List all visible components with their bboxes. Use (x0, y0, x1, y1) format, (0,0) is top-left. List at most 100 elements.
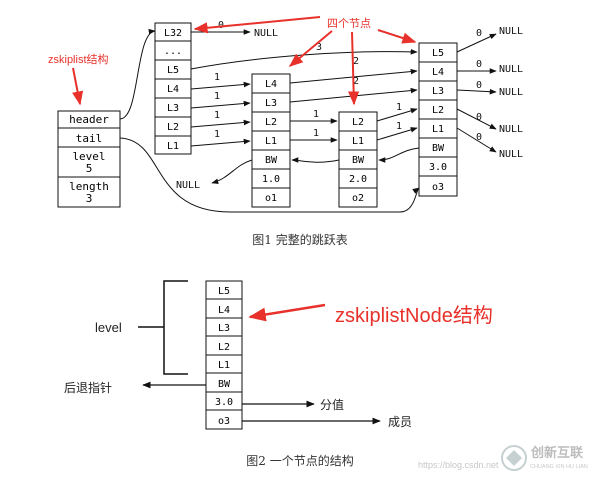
zskiplistnode-annotation-arrow (248, 303, 326, 322)
fig2-backward: BW (218, 379, 231, 390)
head-level-l3: L3 (167, 103, 179, 114)
head-level-l32: L32 (164, 28, 182, 39)
red-annotations: zskiplist结构 四个节点 (48, 16, 417, 106)
span-head-l2: 1 (214, 110, 220, 121)
head-level-l5: L5 (167, 65, 179, 76)
head-l2-arrow (190, 119, 251, 128)
span-head-l4: 1 (214, 72, 220, 83)
fig2-level-l1: L1 (218, 360, 230, 371)
backward-label: 后退指针 (64, 380, 112, 395)
null-label-l5: NULL (499, 26, 523, 37)
null-label-l1: NULL (499, 149, 523, 160)
annotation-zskiplist: zskiplist结构 (48, 52, 109, 66)
node3-level-l2: L2 (432, 105, 444, 116)
span-node3-l3: 0 (476, 80, 482, 91)
watermark-logo-mark (506, 450, 522, 466)
node1-score: 1.0 (262, 174, 280, 185)
span-node2-l1: 1 (396, 121, 402, 132)
head-level-l1: L1 (167, 141, 179, 152)
node1-backward-arrow (211, 159, 253, 185)
tail-pointer-arrow (119, 137, 420, 213)
watermark: https://blog.csdn.net 创新互联 CHUANG XIN HU… (418, 445, 588, 471)
level-label: level (95, 320, 122, 335)
null-labels: NULL NULL NULL NULL NULL NULL NULL (176, 26, 523, 191)
head-l1-arrow (190, 138, 251, 147)
span-head-l3: 1 (214, 91, 220, 102)
watermark-brand-en: CHUANG XIN HU LIAN (530, 464, 588, 470)
member-label: 成员 (388, 415, 412, 429)
span-node3-l4: 0 (476, 59, 482, 70)
node2-backward: BW (352, 155, 365, 166)
node3-level-l4: L4 (432, 67, 444, 78)
fig2-level-l5: L5 (218, 286, 230, 297)
node1-level-l2: L2 (265, 117, 277, 128)
node2-level-l2: L2 (352, 117, 364, 128)
span-node1-l3: 2 (353, 76, 359, 87)
node1-level-l1: L1 (265, 136, 277, 147)
figure2-caption: 图2 一个节点的结构 (246, 453, 353, 468)
span-node3-l1: 0 (476, 132, 482, 143)
node3-obj: o3 (432, 182, 444, 193)
length-field-value: 3 (86, 192, 93, 205)
single-node: L5 L4 L3 L2 L1 BW 3.0 o3 (205, 280, 243, 430)
head-l3-arrow (190, 100, 251, 109)
span-head-l5: 3 (316, 42, 322, 53)
head-l4-arrow (190, 81, 251, 90)
score-label: 分值 (320, 397, 344, 412)
node3-l5-null-arrow (456, 33, 497, 53)
annotation-arrow-head-node (193, 16, 321, 34)
node2-backward-arrow (291, 157, 340, 163)
annotation-four-nodes: 四个节点 (327, 17, 371, 30)
level-bracket (163, 280, 188, 375)
watermark-logo-icon (501, 445, 527, 471)
annotation-zskiplist-arrow (72, 67, 84, 106)
node2-level-l1: L1 (352, 136, 364, 147)
span-node3-l2: 0 (476, 112, 482, 123)
watermark-brand-cn: 创新互联 (530, 445, 583, 460)
figure1-caption: 图1 完整的跳跃表 (252, 232, 347, 247)
fig2-score: 3.0 (215, 397, 233, 408)
node-o2: L2 L1 BW 2.0 o2 (338, 111, 378, 208)
zskiplist-struct: header tail level 5 length 3 (57, 110, 121, 208)
span-node3-l5: 0 (476, 28, 482, 39)
head-level-ellipsis: ... (164, 46, 182, 57)
node3-backward-arrow (378, 147, 420, 163)
header-pointer-arrow (119, 28, 156, 120)
annotation-arrow-node1 (288, 30, 333, 67)
head-level-l4: L4 (167, 84, 179, 95)
null-label-l4: NULL (499, 64, 523, 75)
annotation-arrow-node2 (348, 31, 360, 106)
node1-level-l4: L4 (265, 79, 277, 90)
node-o1: L4 L3 L2 L1 BW 1.0 o1 (251, 73, 291, 208)
node3-backward: BW (432, 143, 445, 154)
figure1: header tail level 5 length 3 L32 ... L5 … (48, 16, 523, 247)
null-label-l3: NULL (499, 87, 523, 98)
node2-l2-arrow (376, 108, 418, 122)
null-label-head: NULL (254, 28, 278, 39)
node2-score: 2.0 (349, 174, 367, 185)
annotation-arrow-node3 (377, 29, 417, 44)
fig2-level-l4: L4 (218, 305, 230, 316)
span-head-l1: 1 (214, 129, 220, 140)
level-field-value: 5 (86, 162, 93, 175)
null-label-backward: NULL (176, 180, 200, 191)
zskiplistnode-annotation: zskiplistNode结构 (335, 304, 493, 327)
tail-field: tail (76, 132, 103, 145)
span-node1-l1: 1 (313, 128, 319, 139)
span-node1-l4: 2 (353, 56, 359, 67)
node3-level-l3: L3 (432, 86, 444, 97)
node2-l1-arrow (376, 127, 418, 141)
node-o3: L5 L4 L3 L2 L1 BW 3.0 o3 (418, 42, 458, 197)
fig2-level-l3: L3 (218, 323, 230, 334)
node1-level-l3: L3 (265, 98, 277, 109)
node3-score: 3.0 (429, 162, 447, 173)
node3-l1-null-arrow (456, 127, 497, 153)
node2-obj: o2 (352, 193, 364, 204)
head-node: L32 ... L5 L4 L3 L2 L1 (154, 22, 192, 155)
watermark-url: https://blog.csdn.net (418, 460, 499, 470)
node1-obj: o1 (265, 193, 277, 204)
head-level-l2: L2 (167, 122, 179, 133)
fig2-obj: o3 (218, 416, 230, 427)
header-field: header (69, 113, 109, 126)
